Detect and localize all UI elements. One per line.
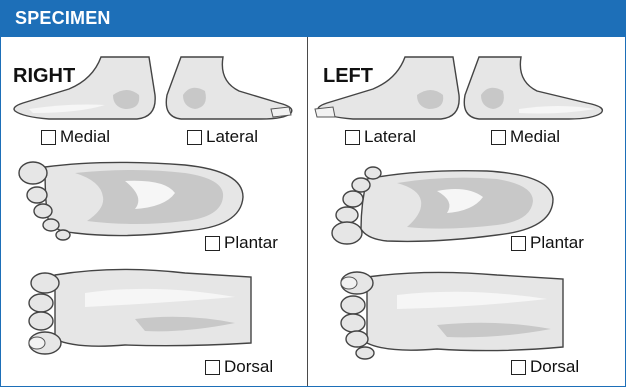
right-plantar-box[interactable] (205, 236, 220, 251)
left-lateral-box[interactable] (345, 130, 360, 145)
left-lateral-checkbox[interactable]: Lateral (345, 127, 416, 147)
right-medial-foot-icon (9, 55, 159, 125)
panel-title: SPECIMEN (15, 8, 111, 29)
left-dorsal-foot-icon (327, 267, 567, 359)
left-plantar-label: Plantar (530, 233, 584, 253)
right-plantar-foot-icon (15, 157, 245, 241)
left-plantar-box[interactable] (511, 236, 526, 251)
right-medial-box[interactable] (41, 130, 56, 145)
left-dorsal-label: Dorsal (530, 357, 579, 377)
left-medial-foot-icon (459, 55, 609, 125)
left-plantar-checkbox[interactable]: Plantar (511, 233, 584, 253)
right-lateral-label: Lateral (206, 127, 258, 147)
right-medial-label: Medial (60, 127, 110, 147)
right-dorsal-label: Dorsal (224, 357, 273, 377)
right-dorsal-box[interactable] (205, 360, 220, 375)
right-lateral-foot-icon (161, 55, 301, 125)
right-plantar-checkbox[interactable]: Plantar (205, 233, 278, 253)
right-dorsal-checkbox[interactable]: Dorsal (205, 357, 273, 377)
right-medial-checkbox[interactable]: Medial (41, 127, 110, 147)
right-plantar-label: Plantar (224, 233, 278, 253)
left-medial-checkbox[interactable]: Medial (491, 127, 560, 147)
left-dorsal-box[interactable] (511, 360, 526, 375)
panel-header: SPECIMEN (1, 1, 625, 37)
right-lateral-checkbox[interactable]: Lateral (187, 127, 258, 147)
left-medial-label: Medial (510, 127, 560, 147)
left-medial-box[interactable] (491, 130, 506, 145)
right-dorsal-foot-icon (15, 263, 255, 355)
column-divider (307, 37, 308, 386)
right-lateral-box[interactable] (187, 130, 202, 145)
left-dorsal-checkbox[interactable]: Dorsal (511, 357, 579, 377)
left-lateral-foot-icon (313, 55, 463, 125)
left-lateral-label: Lateral (364, 127, 416, 147)
